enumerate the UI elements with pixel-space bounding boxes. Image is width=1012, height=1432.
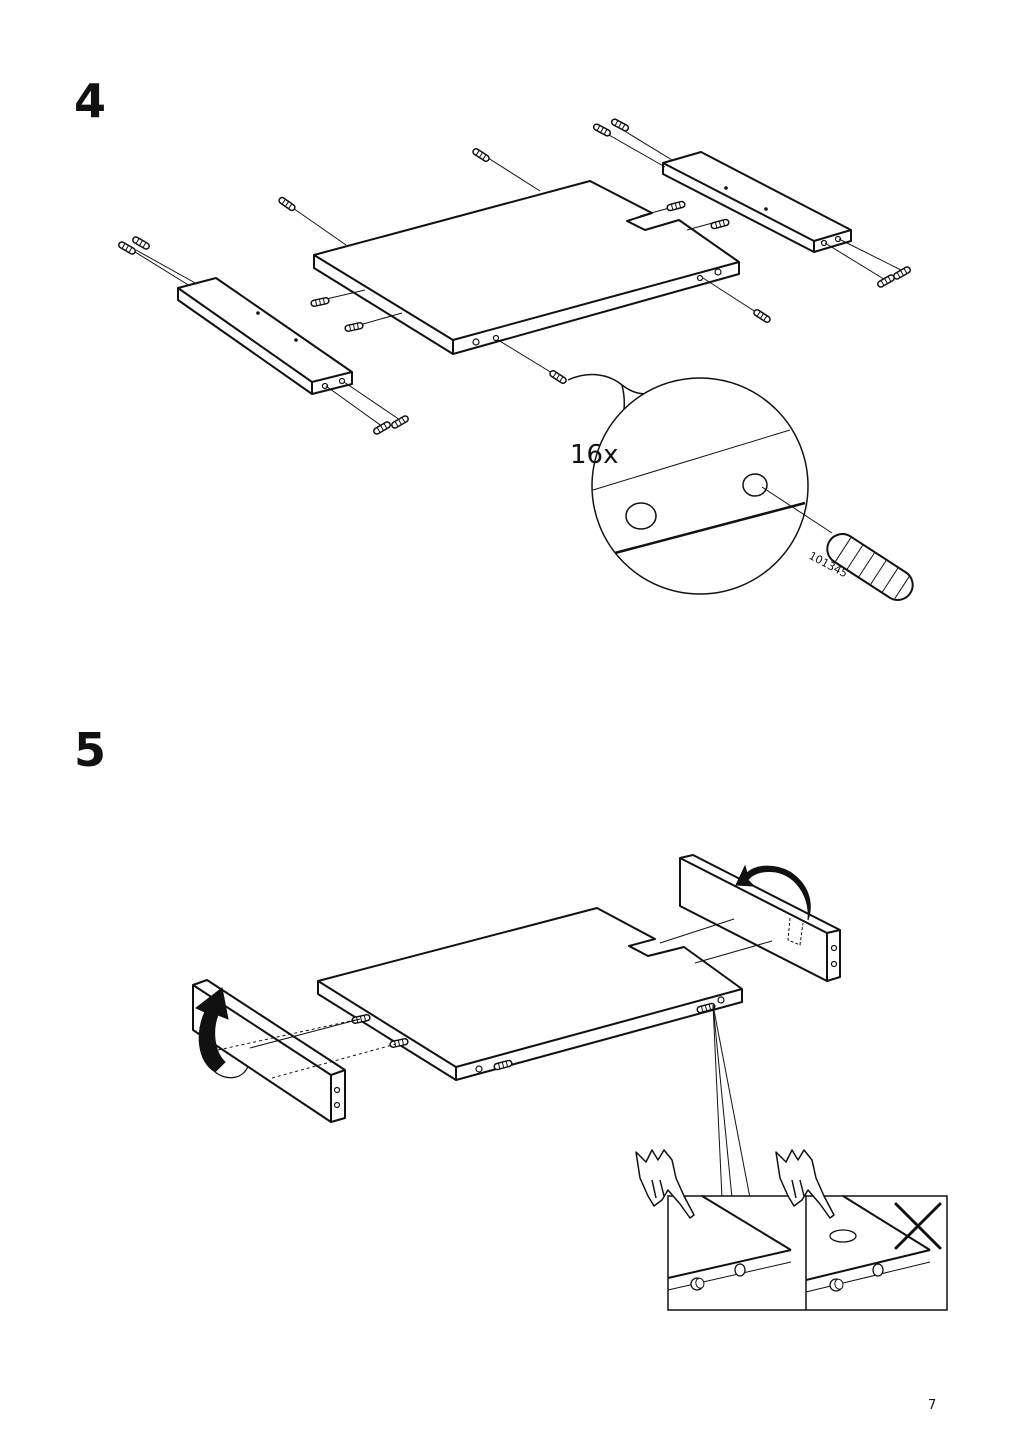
correct-panel <box>635 1149 792 1291</box>
quantity-label: 16x <box>570 440 618 470</box>
rotate-down-arrow <box>735 864 811 921</box>
inset-panels <box>635 1149 948 1311</box>
rotate-up-arrow <box>195 987 229 1073</box>
cross-mark-icon <box>894 1202 942 1250</box>
step-4-number: 4 <box>74 74 107 128</box>
main-panel <box>313 180 740 355</box>
main-panel-step5 <box>317 907 743 1081</box>
step-4-illustration: 16x 101345 <box>116 117 914 601</box>
page-number: 7 <box>928 1398 937 1413</box>
left-rail-standing <box>192 979 346 1123</box>
large-dowel-101345 <box>826 533 914 601</box>
dowel-guide-lines <box>126 126 906 428</box>
incorrect-panel <box>775 1149 942 1293</box>
step-5-number: 5 <box>74 723 107 777</box>
hand-icon <box>775 1149 835 1219</box>
left-side-rail <box>177 277 353 395</box>
right-rail-standing <box>679 854 841 982</box>
magnifier-callout <box>567 373 833 595</box>
right-side-rail <box>662 151 852 253</box>
hand-icon <box>635 1149 695 1219</box>
